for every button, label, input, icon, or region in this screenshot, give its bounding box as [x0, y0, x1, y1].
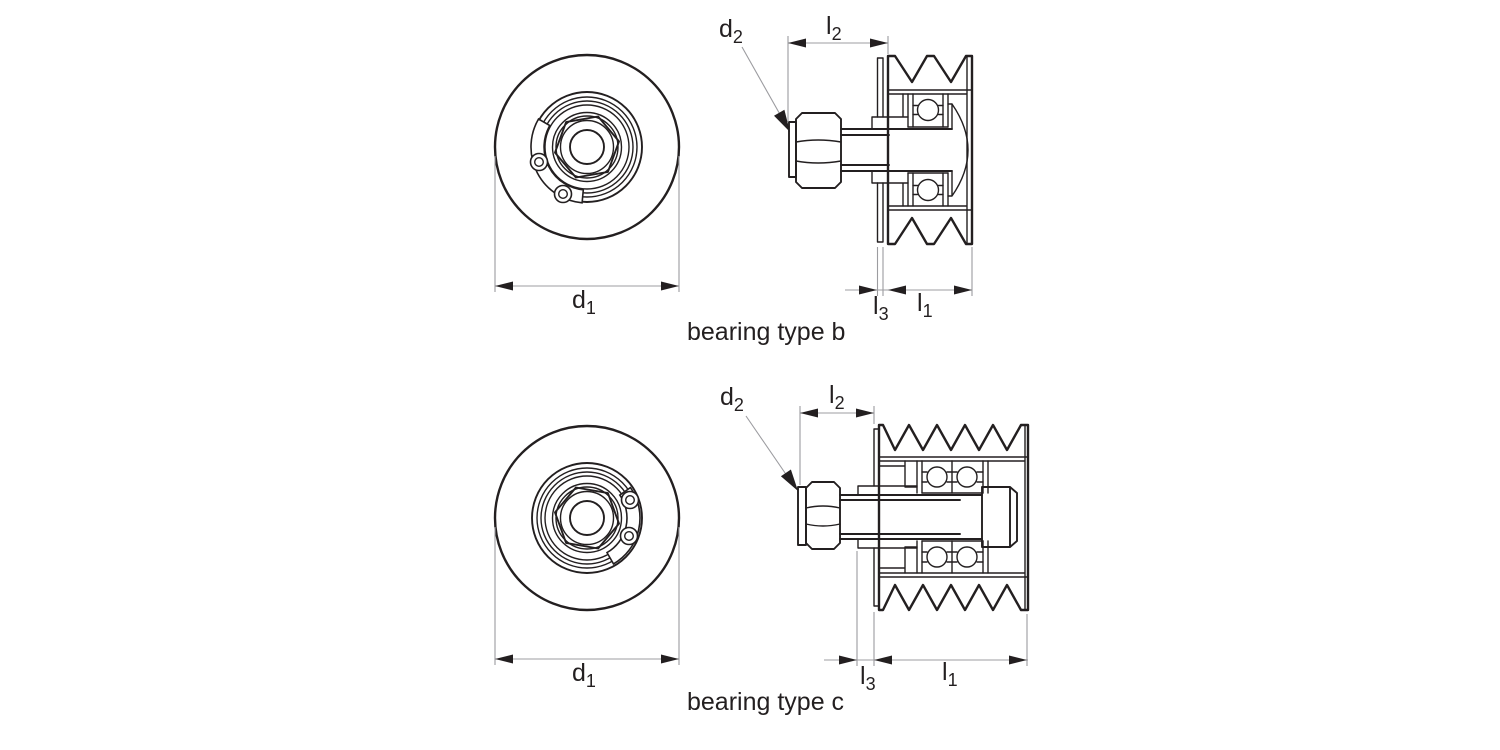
bearing-ball-c: [926, 546, 948, 568]
side-view-type-b: [788, 54, 974, 246]
dimensions-type-c: [494, 406, 1028, 666]
bearing-ball-c: [926, 466, 948, 488]
hex-nut-side-b: [795, 112, 842, 189]
hex-nut-side-c: [805, 481, 841, 550]
dim-label-l2-type-c: l2: [829, 381, 845, 413]
threaded-shaft-c: [839, 494, 983, 540]
washer-b: [788, 121, 797, 178]
dim-label-l2-type-b: l2: [826, 12, 842, 44]
pulley-front-rings-b: [493, 53, 681, 241]
pulley-front-rings-c: [493, 424, 681, 612]
caption-bearing-type-c: bearing type c: [687, 688, 845, 716]
bearing-races-b: [907, 104, 949, 196]
dim-label-d1-type-c: d1: [572, 659, 596, 691]
clip-hole-b: [534, 156, 545, 167]
front-view-type-c: [493, 424, 681, 612]
bearing-ball-c: [956, 466, 978, 488]
hex-nut-front-b: [554, 115, 620, 179]
dimension-arrows-c: [495, 408, 1027, 665]
left-flange-strip-b: [876, 57, 884, 243]
dim-label-d1-type-b: d1: [572, 286, 596, 318]
bearing-seals-b: [907, 93, 949, 207]
washer-c: [797, 486, 807, 546]
pulley-inner-lines-c: [878, 424, 1029, 611]
side-view-type-c: [797, 423, 1030, 612]
bearing-races-c: [921, 471, 984, 563]
dim-label-l3-type-b: l3: [873, 292, 889, 324]
clip-hole-b: [558, 188, 569, 199]
nut-facet-lines-c: [805, 505, 841, 527]
dim-label-l3-type-c: l3: [860, 662, 876, 694]
threaded-shaft-b: [840, 128, 953, 172]
retaining-clip-b: [529, 117, 585, 204]
clip-lug-c: [620, 490, 640, 510]
retaining-clip-c: [605, 486, 641, 565]
bearing-ball-c: [956, 546, 978, 568]
dimension-lines-c: [494, 406, 1028, 666]
shaft-head-block-c: [981, 486, 1018, 548]
pulley-outline-c: [877, 423, 1030, 612]
clip-hole-c: [625, 495, 636, 506]
dim-label-l1-type-b: l1: [917, 289, 933, 321]
bearing-ball-b: [916, 178, 940, 202]
bearing-ball-b: [916, 98, 940, 122]
dimensions-type-b: [494, 36, 973, 296]
clip-plate-b: [530, 117, 585, 204]
front-view-type-b: [493, 53, 681, 241]
clip-lug-b: [529, 152, 549, 172]
clip-lug-b: [553, 184, 573, 204]
nut-facet-lines-b: [795, 139, 842, 164]
dim-label-d2-type-b: d2: [719, 15, 743, 47]
pulley-outline-b: [886, 54, 974, 246]
hub-collar-c: [857, 460, 918, 574]
pulley-inner-lines-b: [887, 55, 973, 245]
clip-hole-c: [624, 531, 635, 542]
dimension-lines-b: [494, 36, 973, 296]
hub-collar-b: [871, 93, 909, 207]
end-cap-dome-b: [947, 103, 969, 197]
hex-nut-front-c: [554, 486, 620, 550]
clip-lug-c: [619, 526, 639, 546]
dim-label-l1-type-c: l1: [942, 658, 958, 690]
caption-bearing-type-b: bearing type b: [687, 318, 846, 346]
dim-label-d2-type-c: d2: [720, 383, 744, 415]
bearing-seals-c: [916, 460, 989, 574]
